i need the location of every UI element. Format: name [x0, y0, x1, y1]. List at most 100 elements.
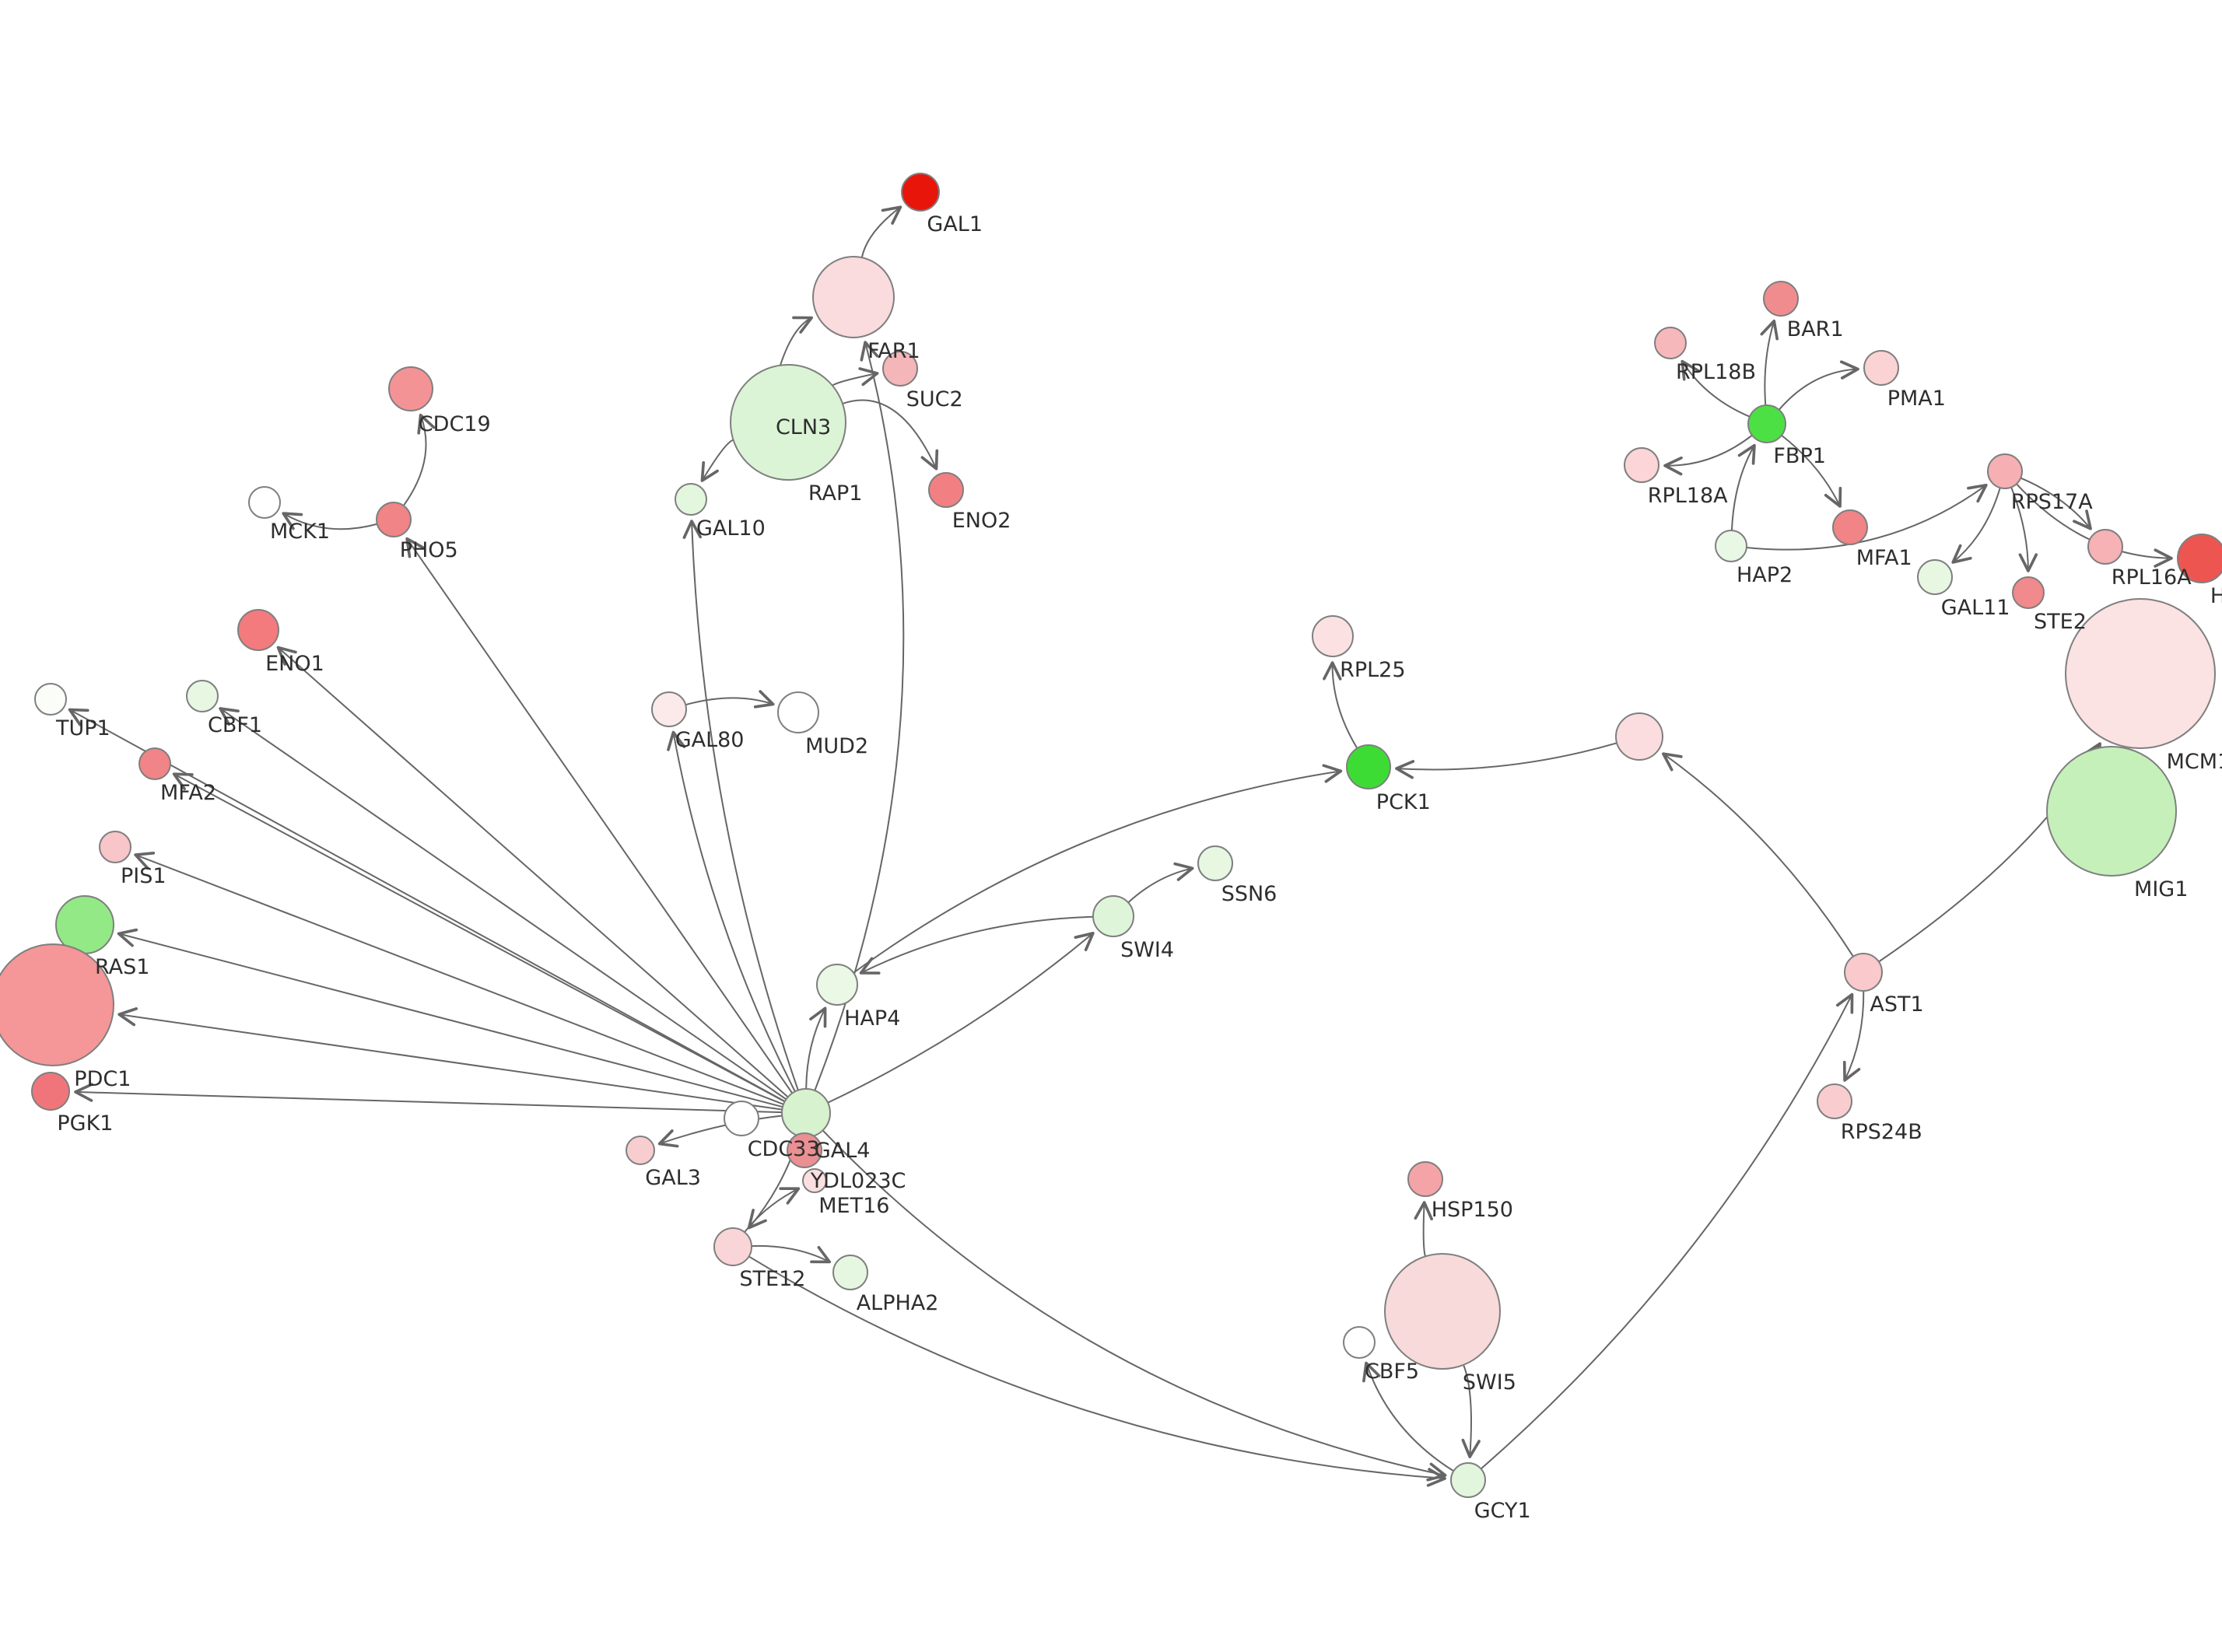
edge-gal80-mud2[interactable]	[685, 690, 775, 709]
edge-rap1-suc2[interactable]	[832, 367, 879, 387]
node-pma1[interactable]	[1863, 350, 1899, 386]
node-gal3[interactable]	[626, 1136, 655, 1165]
node-gal1[interactable]	[901, 173, 940, 212]
node-eno2[interactable]	[928, 472, 964, 508]
node-rpl18a[interactable]	[1624, 447, 1659, 483]
edge-ste12-gcy1[interactable]	[748, 1255, 1446, 1487]
edge-pho5-cdc19[interactable]	[402, 413, 436, 506]
node-pck1[interactable]	[1346, 744, 1391, 789]
edge-gal4-gal10[interactable]	[682, 520, 799, 1091]
edge-fbp1-pma1[interactable]	[1778, 360, 1859, 411]
node-gal11[interactable]	[1917, 559, 1953, 595]
edge-gal4-swi4[interactable]	[827, 932, 1095, 1104]
edge-gal4-cbf1[interactable]	[219, 707, 787, 1101]
label-pis1: PIS1	[121, 864, 166, 888]
label-ydl023c: YDL023C	[810, 1169, 906, 1193]
node-alpha2[interactable]	[832, 1255, 868, 1290]
node-pdc1[interactable]	[0, 943, 114, 1066]
edge-gal4-gcy1[interactable]	[822, 1129, 1447, 1482]
edge-rap1-gal10[interactable]	[700, 439, 734, 482]
node-swi5[interactable]	[1384, 1253, 1501, 1370]
node-tup1[interactable]	[34, 683, 67, 716]
node-mfa2[interactable]	[138, 747, 171, 780]
edge-swi4-hap4[interactable]	[859, 915, 1094, 975]
node-ste2[interactable]	[2012, 576, 2045, 609]
edge-gal4-pis1[interactable]	[134, 852, 784, 1105]
edge-fbp1-bar1[interactable]	[1760, 319, 1779, 406]
node-ast1[interactable]	[1844, 953, 1883, 992]
node-eno1[interactable]	[237, 609, 279, 651]
node-fbp1[interactable]	[1747, 404, 1786, 443]
edge-gal4-pdc1[interactable]	[117, 1007, 783, 1111]
edge-rps17a-ste2[interactable]	[2010, 487, 2038, 572]
node-pgk1[interactable]	[31, 1072, 70, 1111]
node-met16[interactable]	[802, 1168, 827, 1193]
node-cbf5[interactable]	[1343, 1326, 1376, 1359]
edge-hap4-pck1[interactable]	[853, 764, 1343, 974]
edge-gal4-mfa2[interactable]	[172, 772, 786, 1103]
edge-rap1-eno2[interactable]	[842, 399, 939, 471]
edge-rps17a-gal11[interactable]	[1951, 487, 2001, 564]
edge-gal4-eno1[interactable]	[276, 646, 789, 1098]
edge-gcy1-cbf5[interactable]	[1362, 1361, 1454, 1472]
node-his4[interactable]	[2177, 534, 2222, 583]
node-pis1[interactable]	[99, 831, 131, 863]
node-gcy1[interactable]	[1450, 1462, 1486, 1498]
edge-gal4-pho5[interactable]	[405, 537, 794, 1094]
node-rps24b[interactable]	[1817, 1083, 1852, 1119]
node-ydl023c[interactable]	[787, 1132, 822, 1168]
edge-gal4-tup1[interactable]	[68, 708, 786, 1102]
node-far1[interactable]	[812, 256, 895, 338]
node-mck1[interactable]	[248, 486, 281, 519]
edge-ste12-alpha2[interactable]	[751, 1244, 832, 1264]
edge-gal4-hap4[interactable]	[805, 1006, 827, 1090]
node-gal4[interactable]	[781, 1088, 831, 1138]
edge-gcy1-ast1[interactable]	[1480, 992, 1854, 1470]
node-hap4[interactable]	[816, 964, 858, 1006]
node-cbf1[interactable]	[186, 680, 219, 712]
node-mig1[interactable]	[2046, 746, 2177, 877]
node-pho5[interactable]	[376, 502, 412, 537]
node-cdc33[interactable]	[724, 1101, 759, 1136]
node-ssn6[interactable]	[1197, 845, 1233, 881]
edge-gal4-gal80[interactable]	[667, 730, 796, 1092]
edge-ast1-node_x[interactable]	[1662, 752, 1854, 957]
node-hap2[interactable]	[1715, 530, 1747, 562]
edge-swi4-ssn6[interactable]	[1127, 862, 1194, 904]
node-rps17a[interactable]	[1987, 453, 2023, 489]
node-rpl25[interactable]	[1312, 615, 1354, 657]
edge-rps17a-rpl16a[interactable]	[2020, 477, 2092, 530]
edge-fbp1-rpl18a[interactable]	[1663, 434, 1753, 476]
edge-fbp1-rpl18b[interactable]	[1681, 359, 1751, 418]
edge-pho5-mck1[interactable]	[282, 512, 378, 530]
node-mud2[interactable]	[777, 691, 819, 733]
node-mcm1[interactable]	[2065, 598, 2216, 749]
edge-swi5-hsp150[interactable]	[1414, 1201, 1433, 1257]
edge-gal4-gal3[interactable]	[657, 1115, 783, 1148]
node-mfa1[interactable]	[1832, 509, 1868, 545]
label-gal1: GAL1	[927, 212, 983, 236]
node-gal10[interactable]	[675, 483, 707, 516]
node-cdc19[interactable]	[388, 366, 433, 411]
edge-gal4-pgk1[interactable]	[74, 1083, 783, 1114]
node-gal80[interactable]	[651, 691, 687, 727]
node-rpl18b[interactable]	[1654, 327, 1687, 359]
edge-hap2-fbp1[interactable]	[1730, 443, 1756, 531]
edge-swi5-gcy1[interactable]	[1461, 1364, 1481, 1458]
node-suc2[interactable]	[882, 351, 918, 387]
node-rpl16a[interactable]	[2087, 529, 2123, 565]
node-node_x[interactable]	[1615, 712, 1663, 761]
edge-ast1-rps24b[interactable]	[1842, 990, 1865, 1082]
edge-hap2-rps17a[interactable]	[1746, 483, 1988, 551]
edge-ste12-met16[interactable]	[744, 1187, 801, 1233]
node-bar1[interactable]	[1763, 281, 1799, 317]
node-hsp150[interactable]	[1407, 1161, 1443, 1197]
edge-far1-gal1[interactable]	[860, 205, 902, 258]
edge-gal4-ras1[interactable]	[117, 928, 783, 1108]
edge-node_x-pck1[interactable]	[1395, 742, 1617, 779]
node-ste12[interactable]	[713, 1227, 752, 1266]
node-rap1[interactable]	[730, 364, 846, 481]
edge-pck1-rpl25[interactable]	[1323, 661, 1358, 749]
node-swi4[interactable]	[1092, 895, 1134, 937]
edge-fbp1-mfa1[interactable]	[1781, 434, 1842, 508]
